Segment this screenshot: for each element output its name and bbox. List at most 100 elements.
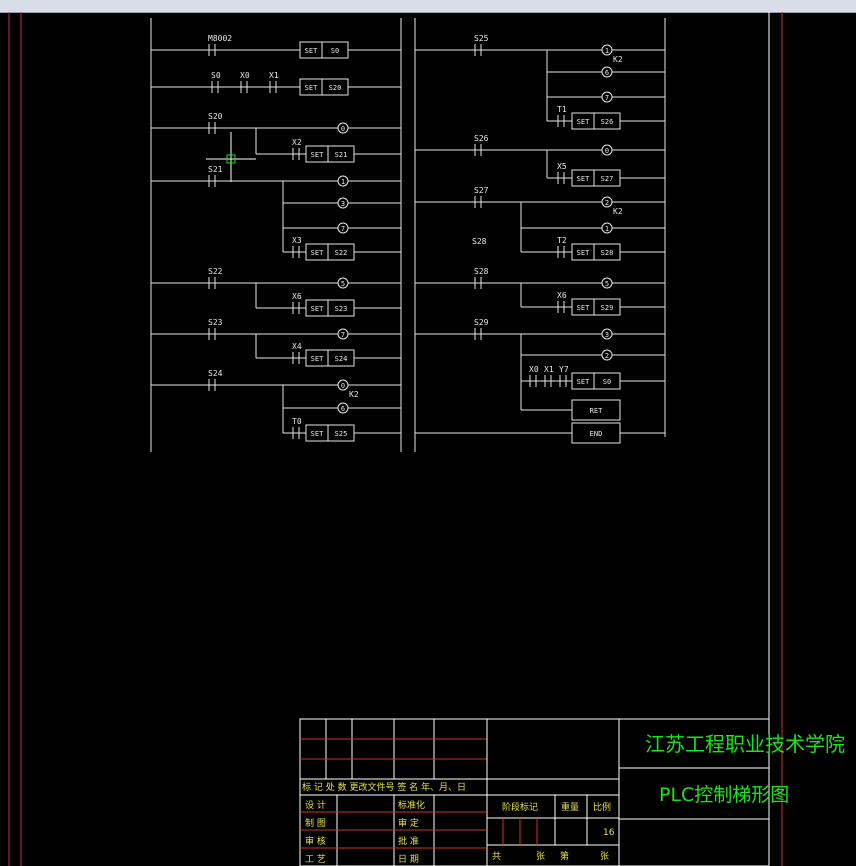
set-box xyxy=(299,78,349,96)
output-coil-label: 1 xyxy=(341,178,345,186)
contact-label: X4 xyxy=(292,342,302,351)
set-box-arg: S28 xyxy=(601,249,614,257)
output-coil-label: 1 xyxy=(605,225,609,233)
set-box xyxy=(571,372,621,390)
contact-label: M8002 xyxy=(208,34,232,43)
output-coil xyxy=(601,196,613,208)
output-coil-label: 0 xyxy=(341,382,345,390)
window-top-bar xyxy=(0,0,856,13)
output-coil-label: 3 xyxy=(605,331,609,339)
set-box-arg: S26 xyxy=(601,118,614,126)
set-box-op: SET xyxy=(311,249,324,257)
contact-label: T0 xyxy=(292,417,302,426)
set-box xyxy=(305,243,355,261)
output-coil-label: 0 xyxy=(341,125,345,133)
scale-value: 16 xyxy=(603,828,615,838)
set-box-op: SET xyxy=(311,430,324,438)
mid-label-2: 批 准 xyxy=(398,835,419,847)
output-coil xyxy=(337,402,349,414)
contact-label: S23 xyxy=(208,318,223,327)
contact-label: S21 xyxy=(208,165,223,174)
contact-label: S27 xyxy=(474,186,489,195)
mid-label-1: 审 定 xyxy=(398,817,419,829)
contact-label: X3 xyxy=(292,236,302,245)
contact-label: S22 xyxy=(208,267,223,276)
output-coil xyxy=(601,349,613,361)
output-coil-label: 7 xyxy=(341,225,345,233)
output-coil-label: 1 xyxy=(605,47,609,55)
weight-label: 重量 xyxy=(561,801,579,813)
output-coil-label: 2 xyxy=(605,352,609,360)
contact-label: S26 xyxy=(474,134,489,143)
scale-label: 比例 xyxy=(593,801,611,813)
contact-label: Y7 xyxy=(559,365,569,374)
contact-label: T1 xyxy=(557,105,567,114)
set-box-arg: S0 xyxy=(331,47,339,55)
instruction-box xyxy=(571,399,621,421)
set-box-arg: S20 xyxy=(329,84,342,92)
output-coil-label: 3 xyxy=(341,200,345,208)
set-box-op: SET xyxy=(577,118,590,126)
output-coil-label: 6 xyxy=(605,69,609,77)
output-coil xyxy=(601,277,613,289)
set-box xyxy=(571,243,621,261)
output-coil-label: 7 xyxy=(341,331,345,339)
contact-label: S20 xyxy=(208,112,223,121)
sheet-total-label: 共 xyxy=(492,851,501,862)
contact-label: S0 xyxy=(211,71,221,80)
set-box xyxy=(299,41,349,59)
mid-label-3: 日 期 xyxy=(398,854,419,865)
contact-label: S24 xyxy=(208,369,223,378)
contact-label: X2 xyxy=(292,138,302,147)
output-coil xyxy=(601,91,613,103)
set-box-arg: S23 xyxy=(335,305,348,313)
set-box-op: SET xyxy=(311,151,324,159)
stray-label: S28 xyxy=(472,237,487,246)
output-coil xyxy=(601,44,613,56)
output-coil xyxy=(337,122,349,134)
instruction-label: RET xyxy=(590,407,603,415)
output-coil-label: 0 xyxy=(605,147,609,155)
output-coil xyxy=(601,66,613,78)
set-box-op: SET xyxy=(305,47,318,55)
set-box-op: SET xyxy=(311,355,324,363)
mid-label-0: 标准化 xyxy=(398,799,425,811)
stage-mark-label: 阶段标记 xyxy=(502,801,538,813)
set-box-op: SET xyxy=(305,84,318,92)
k-constant: K2 xyxy=(613,55,623,64)
set-box-op: SET xyxy=(577,378,590,386)
revision-header-text: 标 记 处 数 更改文件号 签 名 年、月、日 xyxy=(302,781,466,793)
set-box-op: SET xyxy=(577,175,590,183)
output-coil xyxy=(337,379,349,391)
set-box-op: SET xyxy=(577,304,590,312)
contact-label: X1 xyxy=(269,71,279,80)
output-coil xyxy=(337,277,349,289)
output-coil-label: 7 xyxy=(605,94,609,102)
set-box-arg: S0 xyxy=(603,378,611,386)
contact-label: S28 xyxy=(474,267,489,276)
set-box xyxy=(571,169,621,187)
output-coil xyxy=(601,222,613,234)
set-box-arg: S24 xyxy=(335,355,348,363)
output-coil xyxy=(601,144,613,156)
contact-label: X6 xyxy=(292,292,302,301)
set-box-op: SET xyxy=(577,249,590,257)
set-box-arg: S29 xyxy=(601,304,614,312)
school-name: 江苏工程职业技术学院 xyxy=(645,732,845,756)
output-coil xyxy=(337,197,349,209)
set-box xyxy=(305,299,355,317)
output-coil-label: 5 xyxy=(341,280,345,288)
set-box-arg: S21 xyxy=(335,151,348,159)
output-coil xyxy=(337,328,349,340)
set-box xyxy=(305,424,355,442)
output-coil-label: 6 xyxy=(341,405,345,413)
instruction-label: END xyxy=(590,430,603,438)
output-coil-label: 2 xyxy=(605,199,609,207)
set-box xyxy=(571,298,621,316)
output-coil xyxy=(337,222,349,234)
set-box-arg: S22 xyxy=(335,249,348,257)
k-constant: K2 xyxy=(613,207,623,216)
set-box xyxy=(305,349,355,367)
